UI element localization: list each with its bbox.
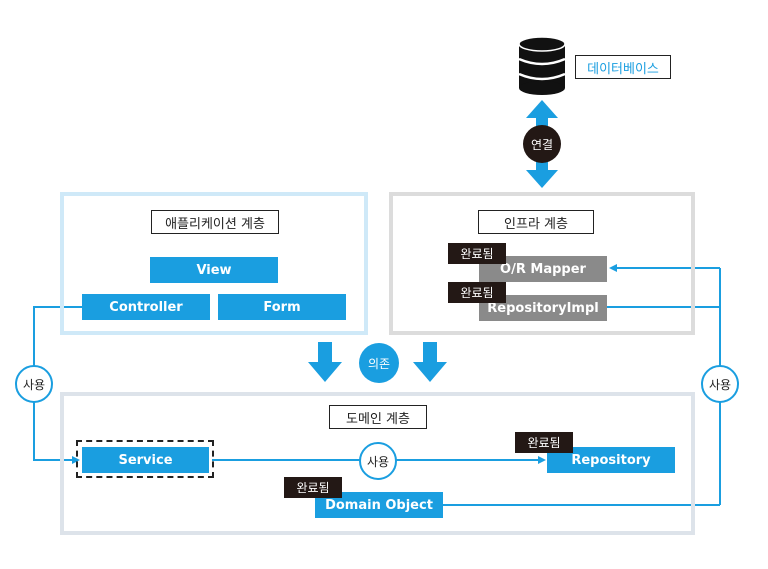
service-box: Service bbox=[82, 447, 209, 473]
use-badge-left: 사용 bbox=[15, 365, 53, 403]
repository-impl-done-badge: 완료됨 bbox=[448, 282, 506, 303]
service-dashed-frame bbox=[76, 440, 214, 478]
infrastructure-layer bbox=[389, 192, 695, 335]
domain-layer bbox=[60, 392, 695, 535]
domain-object-box: Domain Object bbox=[315, 492, 443, 518]
or-mapper-done-badge: 완료됨 bbox=[448, 243, 506, 264]
infrastructure-layer-title: 인프라 계층 bbox=[478, 210, 594, 234]
domain-object-done-badge: 완료됨 bbox=[284, 477, 342, 498]
connection-badge: 연결 bbox=[523, 125, 561, 163]
repository-done-badge: 완료됨 bbox=[515, 432, 573, 453]
dependency-arrow-left bbox=[308, 342, 342, 382]
view-box: View bbox=[150, 257, 278, 283]
application-layer bbox=[60, 192, 368, 335]
controller-box: Controller bbox=[82, 294, 210, 320]
use-badge-right: 사용 bbox=[701, 365, 739, 403]
database-icon bbox=[518, 36, 566, 95]
form-box: Form bbox=[218, 294, 346, 320]
dependency-arrow-right bbox=[413, 342, 447, 382]
domain-layer-title: 도메인 계층 bbox=[329, 405, 427, 429]
database-label: 데이터베이스 bbox=[575, 55, 671, 79]
dependency-badge: 의존 bbox=[359, 343, 399, 383]
application-layer-title: 애플리케이션 계층 bbox=[151, 210, 279, 234]
use-badge-middle: 사용 bbox=[359, 442, 397, 480]
